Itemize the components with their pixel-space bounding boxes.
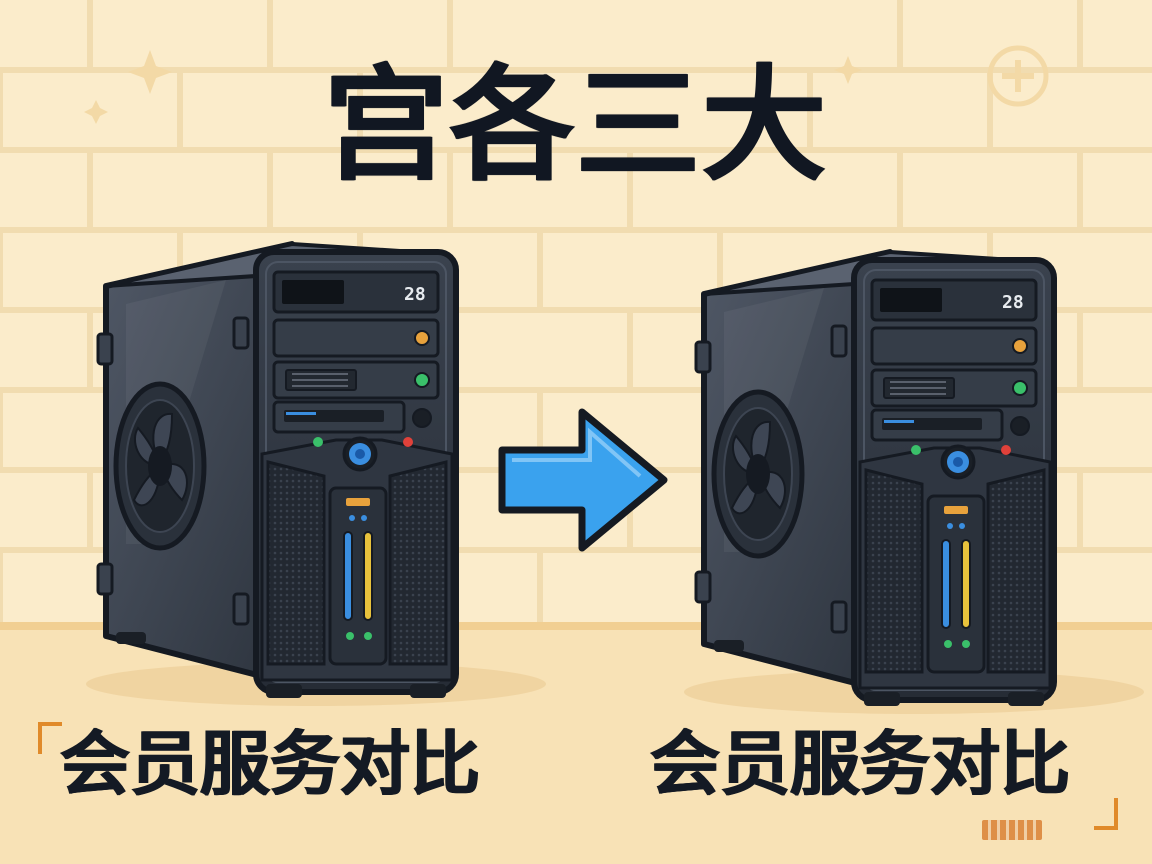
page-title: 宫各三大 (323, 54, 828, 198)
watermark-stamp (982, 820, 1042, 840)
sparkle-icon (84, 50, 862, 124)
right-arrow-icon (498, 408, 668, 552)
left-display-text: 28 (404, 284, 426, 305)
corner-bracket-left (38, 722, 62, 754)
left-computer-tower: 28 (86, 244, 546, 706)
corner-bracket-right (1094, 798, 1118, 830)
plus-circle-icon (987, 45, 1049, 107)
left-label: 会员服务对比 (60, 723, 480, 805)
right-computer-tower: 28 (684, 252, 1144, 714)
right-display-text: 28 (1002, 292, 1024, 313)
plus-icon (1002, 60, 1034, 92)
right-label: 会员服务对比 (650, 723, 1070, 805)
